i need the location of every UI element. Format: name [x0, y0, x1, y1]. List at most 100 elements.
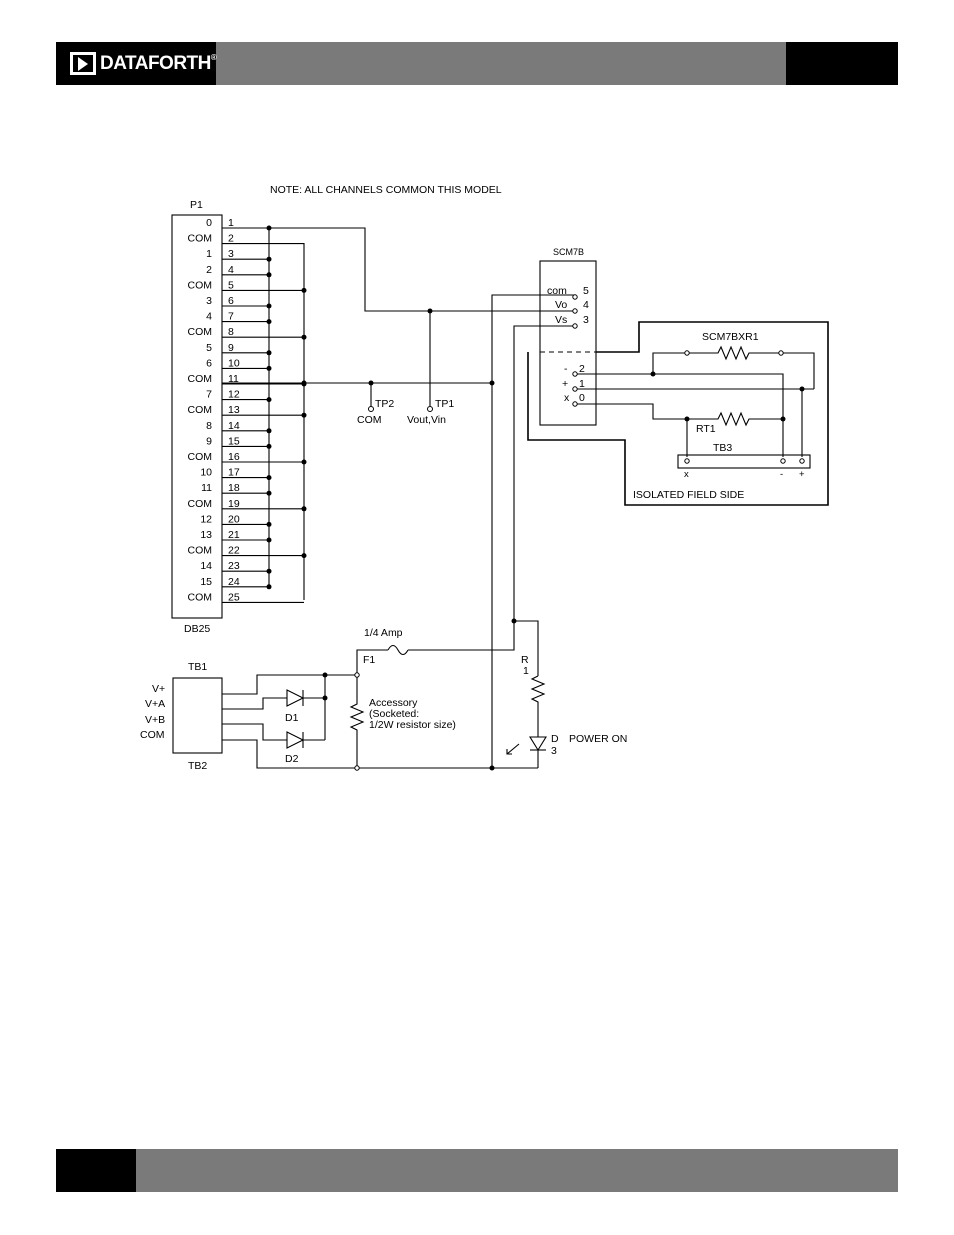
- diagram-note: NOTE: ALL CHANNELS COMMON THIS MODEL: [270, 184, 502, 196]
- tp2-terminal: [368, 406, 374, 412]
- module-pin-vs: Vs: [555, 314, 567, 326]
- vplus-b-wire: [222, 723, 287, 741]
- junction-dot: [427, 308, 433, 314]
- module-terminal: [572, 371, 578, 377]
- f1-fuse: [387, 644, 409, 656]
- accessory-terminal: [354, 672, 360, 678]
- tb3-terminal: [799, 458, 805, 464]
- accessory-label-3: 1/2W resistor size): [369, 719, 456, 731]
- vplus-a-wire: [222, 697, 287, 710]
- channel-label: COM: [188, 545, 213, 557]
- pin-number: 4: [228, 264, 234, 276]
- module-pin-4: 4: [583, 299, 589, 311]
- module-pin-3: 3: [583, 314, 589, 326]
- junction-dot: [266, 584, 272, 590]
- channel-label: 5: [206, 342, 212, 354]
- junction-dot: [799, 386, 805, 392]
- module-terminal: [572, 386, 578, 392]
- channel-label: 6: [206, 357, 212, 369]
- d1-label: D1: [285, 712, 299, 724]
- pin-number: 12: [228, 389, 240, 401]
- junction-dot: [322, 695, 328, 701]
- module-pin-vo: Vo: [555, 299, 567, 311]
- channel-label: COM: [188, 404, 213, 416]
- d1-diode: [286, 689, 305, 707]
- dataforth-mark-icon: [70, 52, 96, 75]
- xr1-right-wire: [783, 352, 815, 389]
- tb3-terminal: [684, 458, 690, 464]
- brand-name: DATAFORTH: [100, 53, 211, 74]
- pin-number: 17: [228, 467, 240, 479]
- pin-number: 18: [228, 482, 240, 494]
- xr1-terminal: [778, 350, 784, 356]
- registered-mark: ®: [210, 53, 217, 62]
- module-in-0: 0: [579, 392, 585, 404]
- channel-label: 3: [206, 295, 212, 307]
- channel-label: COM: [188, 591, 213, 603]
- input-vplus: V+: [152, 683, 165, 695]
- pin-number: 16: [228, 451, 240, 463]
- channel-label: COM: [188, 326, 213, 338]
- channel-label: 11: [201, 482, 212, 494]
- pin-number: 24: [228, 576, 240, 588]
- channel-label: 15: [200, 576, 212, 588]
- junction-dot: [650, 371, 656, 377]
- channel-label: COM: [188, 279, 213, 291]
- junction-dot: [489, 765, 495, 771]
- channel-label: 10: [200, 467, 212, 479]
- module-terminal: [572, 323, 578, 329]
- pin-number: 9: [228, 342, 234, 354]
- tp1-sublabel: Vout,Vin: [407, 414, 446, 426]
- r1-label-num: 1: [523, 665, 529, 677]
- db25-label: DB25: [184, 623, 210, 635]
- r1-resistor: [530, 675, 546, 737]
- channel-label: 1: [206, 248, 212, 260]
- channel-label: 2: [206, 264, 212, 276]
- pin-number: 7: [228, 311, 234, 323]
- vs-wire: [513, 325, 575, 621]
- pin-number: 19: [228, 498, 240, 510]
- channel-label: COM: [188, 498, 213, 510]
- isolated-field-label: ISOLATED FIELD SIDE: [633, 489, 744, 501]
- pin-number: 22: [228, 545, 240, 557]
- module-in-2: 2: [579, 363, 585, 375]
- accessory-terminal: [354, 765, 360, 771]
- tp1-label: TP1: [435, 398, 454, 410]
- module-terminal: [572, 294, 578, 300]
- junction-dot: [780, 416, 786, 422]
- input-vplus-a: V+A: [145, 698, 165, 710]
- pin-number: 3: [228, 248, 234, 260]
- tb3-pin-minus: -: [780, 469, 783, 480]
- footer-bar: [56, 1149, 898, 1192]
- pin-number: 8: [228, 326, 234, 338]
- vout-wire: [269, 227, 575, 312]
- tp1-terminal: [427, 406, 433, 412]
- d2-diode: [286, 731, 305, 749]
- module-terminal: [572, 308, 578, 314]
- input-vplus-b: V+B: [145, 714, 165, 726]
- d3-label-num: 3: [551, 745, 557, 757]
- tp2-label: TP2: [375, 398, 394, 410]
- tb3-pin-x: x: [684, 469, 689, 480]
- xr1-left-wire: [652, 352, 687, 374]
- tb1-label: TB1: [188, 661, 207, 673]
- accessory-label-2: (Socketed:: [369, 708, 419, 720]
- channel-label: 14: [200, 560, 212, 572]
- module-pin-com: com: [547, 285, 567, 297]
- junction-dot: [301, 380, 307, 386]
- channel-label: 7: [206, 389, 212, 401]
- power-on-label: POWER ON: [569, 733, 627, 745]
- channel-label: 13: [200, 529, 212, 541]
- module-label: SCM7B: [553, 247, 584, 257]
- ground-rail: [222, 739, 538, 769]
- header-right-block: [786, 42, 898, 85]
- channel-label: COM: [188, 233, 213, 245]
- channel-label: 12: [200, 513, 212, 525]
- dataforth-logo: DATAFORTH®: [56, 42, 217, 85]
- tb3-pin-plus: +: [799, 469, 805, 480]
- channel-label: 9: [206, 435, 212, 447]
- tb3-label: TB3: [713, 442, 732, 454]
- scm7bxr1-label: SCM7BXR1: [702, 331, 759, 343]
